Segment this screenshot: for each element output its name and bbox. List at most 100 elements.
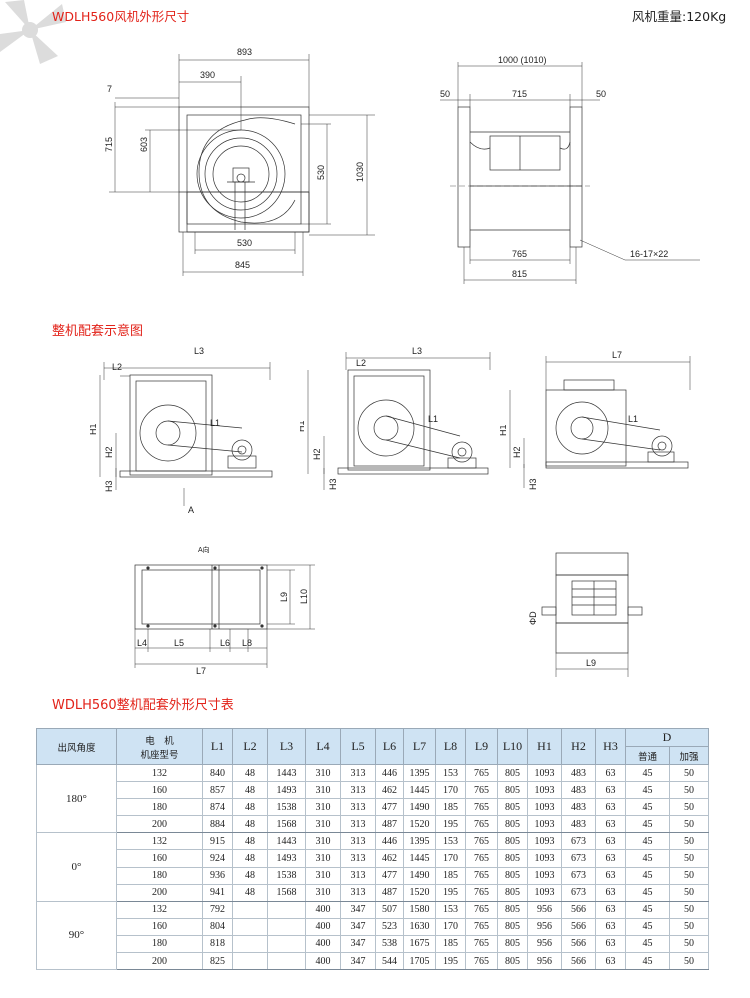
header-H2: H2 xyxy=(561,728,596,765)
label-L9-shaft: L9 xyxy=(586,658,596,668)
value-cell: 313 xyxy=(340,883,376,902)
value-cell: 1705 xyxy=(403,952,436,971)
value-cell: 566 xyxy=(561,917,596,936)
value-cell: 170 xyxy=(435,917,466,936)
value-cell: 1490 xyxy=(403,798,436,817)
value-cell: 1493 xyxy=(267,781,306,800)
label-L10: L10 xyxy=(299,589,309,604)
assembly-title: 整机配套示意图 xyxy=(52,324,144,339)
label-H2-3: H2 xyxy=(512,446,522,458)
value-cell: 313 xyxy=(340,849,376,868)
header-L3: L3 xyxy=(267,728,306,765)
value-cell: 483 xyxy=(561,798,596,817)
value-cell: 765 xyxy=(465,849,498,868)
value-cell: 50 xyxy=(668,763,710,783)
value-cell: 483 xyxy=(561,763,596,783)
motor-frame-cell: 200 xyxy=(116,815,203,834)
value-cell: 765 xyxy=(465,798,498,817)
value-cell: 483 xyxy=(561,781,596,800)
value-cell: 50 xyxy=(668,866,710,885)
value-cell: 195 xyxy=(435,952,466,971)
value-cell: 765 xyxy=(465,866,498,885)
value-cell: 185 xyxy=(435,866,466,885)
header-motor: 电 机机座型号 xyxy=(116,728,203,765)
value-cell: 347 xyxy=(340,900,376,919)
value-cell: 153 xyxy=(435,832,466,851)
label-H1-3: H1 xyxy=(500,424,508,436)
value-cell: 805 xyxy=(497,952,528,971)
table-title: WDLH560整机配套外形尺寸表 xyxy=(52,698,234,713)
value-cell: 874 xyxy=(202,798,233,817)
value-cell: 1443 xyxy=(267,763,306,783)
value-cell: 1538 xyxy=(267,866,306,885)
value-cell: 313 xyxy=(340,832,376,851)
value-cell: 310 xyxy=(305,832,341,851)
value-cell: 765 xyxy=(465,900,498,919)
value-cell: 313 xyxy=(340,781,376,800)
value-cell: 153 xyxy=(435,763,466,783)
value-cell: 63 xyxy=(595,781,626,800)
dim-765: 765 xyxy=(512,249,527,259)
value-cell: 477 xyxy=(375,866,404,885)
angle-cell: 90° xyxy=(36,900,117,971)
motor-frame-cell: 160 xyxy=(116,849,203,868)
value-cell: 1490 xyxy=(403,866,436,885)
motor-frame-cell: 200 xyxy=(116,883,203,902)
value-cell: 400 xyxy=(305,952,341,971)
motor-frame-cell: 132 xyxy=(116,900,203,919)
label-L8: L8 xyxy=(242,638,252,648)
header-L7: L7 xyxy=(403,728,436,765)
label-H3-3: H3 xyxy=(528,478,538,490)
header-H1: H1 xyxy=(527,728,562,765)
value-cell: 1568 xyxy=(267,815,306,834)
value-cell: 805 xyxy=(497,934,528,954)
value-cell: 805 xyxy=(497,849,528,868)
value-cell: 1093 xyxy=(527,866,562,885)
value-cell: 1093 xyxy=(527,815,562,834)
value-cell: 1520 xyxy=(403,883,436,902)
value-cell: 45 xyxy=(625,934,670,954)
value-cell: 523 xyxy=(375,917,404,936)
value-cell: 45 xyxy=(625,917,670,936)
value-cell: 310 xyxy=(305,849,341,868)
value-cell: 50 xyxy=(668,952,710,971)
value-cell: 1493 xyxy=(267,849,306,868)
value-cell: 50 xyxy=(668,815,710,834)
value-cell: 310 xyxy=(305,883,341,902)
value-cell: 673 xyxy=(561,849,596,868)
header-D: D xyxy=(624,728,710,747)
value-cell: 48 xyxy=(232,763,268,783)
value-cell: 400 xyxy=(305,934,341,954)
value-cell: 63 xyxy=(595,900,626,919)
value-cell: 566 xyxy=(561,934,596,954)
label-L6: L6 xyxy=(220,638,230,648)
value-cell: 566 xyxy=(561,952,596,971)
label-L2-2: L2 xyxy=(356,358,366,368)
header-L6: L6 xyxy=(375,728,404,765)
value-cell: 462 xyxy=(375,849,404,868)
value-cell xyxy=(232,917,268,936)
value-cell: 462 xyxy=(375,781,404,800)
dim-893: 893 xyxy=(237,47,252,57)
header-L8: L8 xyxy=(435,728,466,765)
value-cell xyxy=(267,934,306,954)
label-H1-2: H1 xyxy=(300,420,306,432)
value-cell: 1395 xyxy=(403,763,436,783)
motor-frame-cell: 180 xyxy=(116,934,203,954)
value-cell: 48 xyxy=(232,883,268,902)
assembly-diagram-0: L3 L2 L1 H1 H2 H3 xyxy=(300,346,491,490)
value-cell: 805 xyxy=(497,917,528,936)
value-cell: 63 xyxy=(595,866,626,885)
value-cell: 1443 xyxy=(267,832,306,851)
value-cell: 63 xyxy=(595,815,626,834)
value-cell: 50 xyxy=(668,883,710,902)
value-cell: 50 xyxy=(668,832,710,851)
value-cell: 1630 xyxy=(403,917,436,936)
shaft-view-drawing: ΦD L9 xyxy=(528,552,643,677)
